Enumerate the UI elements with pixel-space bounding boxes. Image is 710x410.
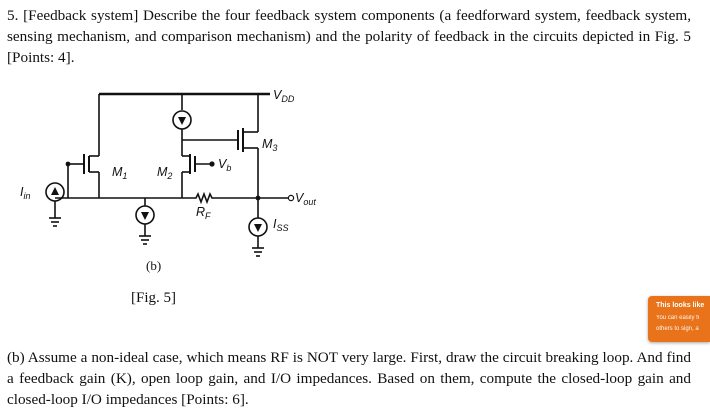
vdd-label: VDD (273, 88, 295, 104)
m1-label: M1 (112, 165, 127, 181)
popup-line: You can easily fi (656, 315, 700, 321)
part-b-text: (b) Assume a non-ideal case, which means… (7, 349, 691, 408)
m2-label: M2 (157, 165, 172, 181)
sub-figure-caption: (b) (146, 258, 162, 273)
iin-label: Iin (20, 185, 31, 201)
rf-label: RF (196, 205, 211, 221)
question-text: 5. [Feedback system] Describe the four f… (7, 7, 691, 66)
vb-label: Vb (218, 157, 231, 173)
popup-title: This looks like (656, 302, 705, 309)
figure-caption: [Fig. 5] (131, 290, 176, 306)
m3-label: M3 (262, 137, 277, 153)
iss-label: ISS (273, 217, 289, 233)
circuit-diagram: VDD M3 M1 M2 Vb Iin Vout RF ISS (20, 88, 316, 257)
sign-popup[interactable]: This looks like You can easily fi others… (648, 296, 710, 342)
popup-line: others to sign, a (656, 326, 699, 332)
vout-label: Vout (295, 191, 316, 207)
